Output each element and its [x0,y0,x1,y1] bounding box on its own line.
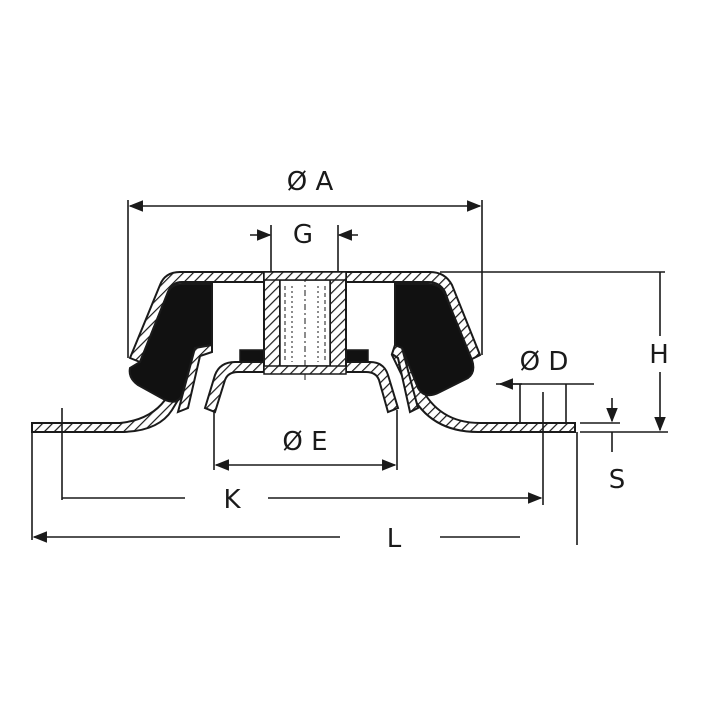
bushing-bottom-ring [263,365,347,375]
inner-dome-plate [203,361,269,414]
inner-sleeve-right [390,343,420,414]
label-k: K [223,485,241,515]
mount-body [31,271,576,433]
inner-sleeve-left [176,343,213,414]
label-g: G [293,220,313,250]
label-s: S [609,465,626,495]
central-bushing-left-wall [263,271,281,373]
label-l: L [387,524,402,554]
label-h: H [649,340,669,370]
central-bushing-right-wall [329,271,347,373]
inner-dome-plate-right [337,361,400,414]
rubber-right [394,283,475,397]
bushing-top-ring [263,271,347,281]
label-dia-d: Ø D [520,347,569,377]
base-flange-right [390,346,576,433]
dimension-labels: Ø A G H Ø D Ø E K L S [223,167,668,554]
label-dia-a: Ø A [287,167,334,197]
label-dia-e: Ø E [282,427,327,457]
dimensions [31,200,668,545]
rubber-left [128,283,213,403]
